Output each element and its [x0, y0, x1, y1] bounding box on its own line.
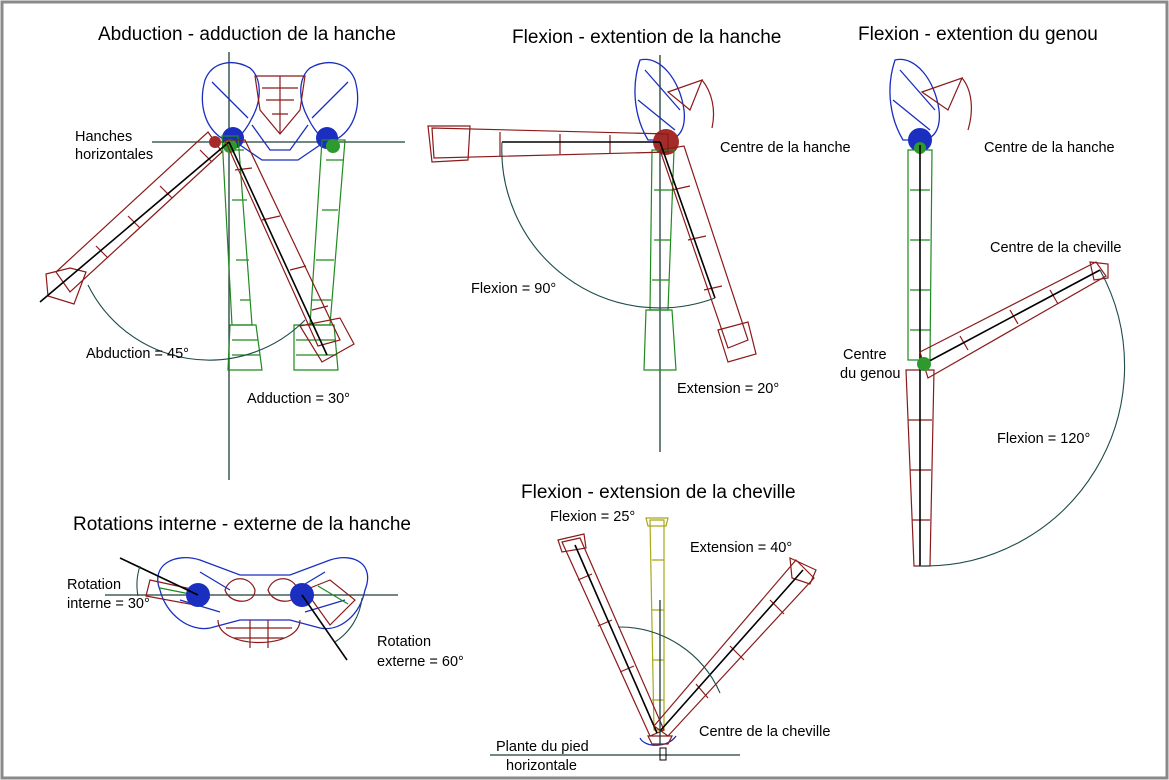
- adduction-value-label: Adduction = 30°: [247, 391, 350, 407]
- flexed-axis-line: [920, 270, 1100, 366]
- flexed-lower-leg: [558, 534, 664, 736]
- panel-knee-flexion: Flexion - extention du genou: [840, 24, 1125, 566]
- extension-value-label: Extension = 20°: [677, 381, 779, 397]
- internal-rotation-arc: [137, 566, 140, 596]
- flexed-leg: [428, 126, 668, 162]
- neutral-lower-leg: [646, 518, 668, 730]
- external-rotation-leg: [305, 580, 355, 625]
- extended-leg: [660, 146, 756, 362]
- internal-rotation-axis: [120, 558, 198, 595]
- adduction-axis-line: [229, 142, 327, 355]
- knee-flexion-arc: [920, 270, 1125, 566]
- flexion-value-label: Flexion = 120°: [997, 431, 1090, 447]
- foot-wireframe: [640, 736, 676, 760]
- panel-title: Flexion - extension de la cheville: [521, 482, 796, 503]
- panel-ankle-flexion: Flexion - extension de la cheville: [490, 482, 830, 774]
- extension-value-label: Extension = 40°: [690, 540, 792, 556]
- flexion-value-label: Flexion = 90°: [471, 281, 556, 297]
- panel-rotations: Rotations interne - externe de la hanche…: [67, 514, 464, 670]
- hips-label-line2: horizontales: [75, 147, 153, 163]
- ankle-center-label: Centre de la cheville: [990, 240, 1121, 256]
- panel-title: Rotations interne - externe de la hanche: [73, 514, 411, 535]
- ankle-center-label: Centre de la cheville: [699, 724, 830, 740]
- pelvis-side-wireframe: [635, 59, 714, 140]
- extension-axis-line: [660, 142, 715, 298]
- knee-label-line1: Centre: [843, 347, 887, 363]
- hip-center-label: Centre de la hanche: [720, 140, 851, 156]
- flexion-value-label: Flexion = 25°: [550, 509, 635, 525]
- knee-label-line2: du genou: [840, 366, 900, 382]
- abduction-axis-line: [40, 142, 229, 302]
- external-rotation-label-line1: Rotation: [377, 634, 431, 650]
- sacrum-wireframe: [255, 76, 305, 134]
- hips-label-line1: Hanches: [75, 129, 132, 145]
- panel-title: Flexion - extention de la hanche: [512, 27, 781, 48]
- adducted-leg: [225, 140, 354, 362]
- sole-label-line1: Plante du pied: [496, 739, 589, 755]
- extension-axis-line: [660, 570, 803, 731]
- abduction-value-label: Abduction = 45°: [86, 346, 189, 362]
- flexion-axis-line: [575, 545, 657, 733]
- external-rotation-axis: [302, 595, 347, 660]
- sacrum-top-wireframe: [218, 579, 300, 648]
- hip-center-label: Centre de la hanche: [984, 140, 1115, 156]
- knee-joint: [917, 357, 931, 371]
- internal-rotation-label-line2: interne = 30°: [67, 596, 150, 612]
- panel-hip-flexion: Flexion - extention de la hanche: [428, 27, 851, 452]
- lower-leg-flexed: [920, 262, 1108, 378]
- internal-rotation-label-line1: Rotation: [67, 577, 121, 593]
- sole-label-line2: horizontale: [506, 758, 577, 774]
- panel-title: Abduction - adduction de la hanche: [98, 24, 396, 45]
- pelvis-side-wireframe: [890, 59, 971, 140]
- panel-title: Flexion - extention du genou: [858, 24, 1098, 45]
- panel-abduction: Abduction - adduction de la hanche: [40, 24, 405, 480]
- external-rotation-label-line2: externe = 60°: [377, 654, 464, 670]
